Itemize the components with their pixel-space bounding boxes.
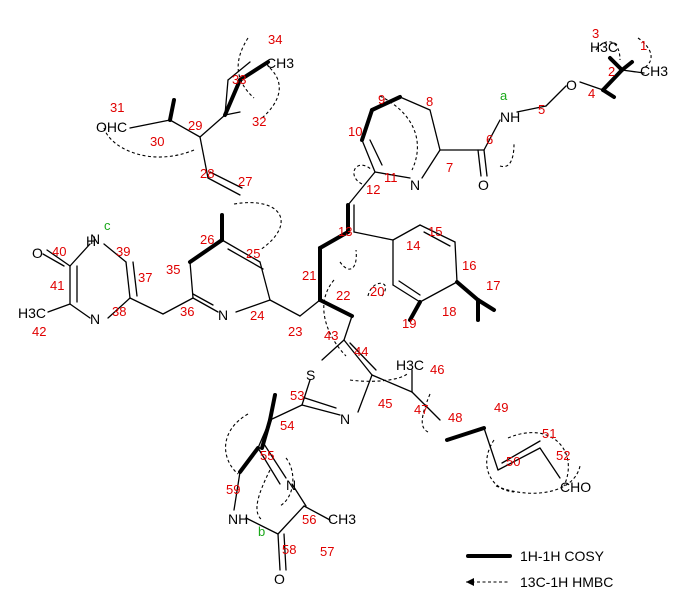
atom-number-31: 31: [110, 100, 124, 115]
atom-number-27: 27: [238, 174, 252, 189]
atom-number-48: 48: [448, 410, 462, 425]
atom-number-39: 39: [116, 244, 130, 259]
n-c-label: N: [90, 231, 100, 247]
atom-number-47: 47: [414, 402, 428, 417]
n-pyridine-label: N: [410, 177, 420, 193]
atom-number-15: 15: [428, 224, 442, 239]
atom-number-14: 14: [406, 238, 420, 253]
cosy-bonds: [168, 56, 634, 474]
o-amide-label: O: [478, 177, 489, 193]
tag-c: c: [104, 218, 111, 233]
atom-number-49: 49: [494, 400, 508, 415]
atom-number-46: 46: [430, 362, 444, 377]
nh-b-label: NH: [228, 511, 248, 527]
atom-number-25: 25: [246, 246, 260, 261]
atom-number-1: 1: [640, 38, 647, 53]
atom-number-4: 4: [588, 86, 595, 101]
atom-number-17: 17: [486, 278, 500, 293]
n-38-label: N: [90, 311, 100, 327]
legend: 1H-1H COSY 13C-1H HMBC: [466, 548, 613, 590]
atom-number-8: 8: [426, 94, 433, 109]
tag-b: b: [258, 524, 265, 539]
nh-tags: a b c: [104, 88, 508, 539]
h3c-46-label: H3C: [396, 357, 424, 373]
atom-number-53: 53: [290, 388, 304, 403]
n-56-label: N: [286, 477, 296, 493]
atom-number-34: 34: [268, 32, 282, 47]
atom-number-50: 50: [506, 454, 520, 469]
atom-number-44: 44: [354, 344, 368, 359]
atom-number-30: 30: [150, 134, 164, 149]
ch3-57-label: CH3: [328, 511, 356, 527]
s-label: S: [306, 367, 315, 383]
hmbc-arrows: [103, 37, 652, 521]
atom-number-58: 58: [282, 542, 296, 557]
n-45-label: N: [340, 411, 350, 427]
ch3-label: CH3: [640, 63, 668, 79]
atom-number-6: 6: [486, 132, 493, 147]
atom-number-19: 19: [402, 316, 416, 331]
ch3-34-label: CH3: [266, 55, 294, 71]
atom-number-37: 37: [138, 270, 152, 285]
atom-number-5: 5: [538, 102, 545, 117]
legend-hmbc-arrowhead: [466, 578, 474, 586]
atom-number-45: 45: [378, 396, 392, 411]
atom-number-2: 2: [608, 64, 615, 79]
ohc-label: OHC: [96, 119, 127, 135]
atom-number-43: 43: [324, 328, 338, 343]
nh-a-label: NH: [500, 109, 520, 125]
atom-number-18: 18: [442, 304, 456, 319]
atom-number-24: 24: [250, 308, 264, 323]
tag-a: a: [500, 88, 508, 103]
atom-number-7: 7: [446, 160, 453, 175]
atom-number-9: 9: [378, 92, 385, 107]
atom-number-55: 55: [260, 448, 274, 463]
atom-number-13: 13: [338, 224, 352, 239]
atom-number-54: 54: [280, 418, 294, 433]
h3c-label: H3C: [590, 39, 618, 55]
atom-number-29: 29: [188, 118, 202, 133]
atom-number-41: 41: [50, 278, 64, 293]
atom-number-16: 16: [462, 258, 476, 273]
atom-number-10: 10: [348, 124, 362, 139]
o40-label: O: [32, 245, 43, 261]
h3c-42-label: H3C: [18, 305, 46, 321]
atom-number-28: 28: [200, 166, 214, 181]
atom-number-32: 32: [252, 114, 266, 129]
o-58-label: O: [274, 571, 285, 587]
atom-number-21: 21: [302, 268, 316, 283]
atom-number-36: 36: [180, 304, 194, 319]
atom-number-11: 11: [384, 170, 398, 185]
atom-numbers: 1 2 3 4 5 6 7 8 9 10 11 12 13 14 15 16 1…: [32, 26, 647, 559]
bond-lines: [42, 59, 645, 571]
atom-number-59: 59: [226, 482, 240, 497]
atom-number-22: 22: [336, 288, 350, 303]
atom-number-33: 33: [232, 72, 246, 87]
atom-number-20: 20: [370, 284, 384, 299]
atom-number-26: 26: [200, 232, 214, 247]
atom-number-42: 42: [32, 324, 46, 339]
atom-number-3: 3: [592, 26, 599, 41]
legend-cosy-label: 1H-1H COSY: [520, 548, 605, 564]
legend-hmbc-label: 13C-1H HMBC: [520, 574, 613, 590]
atom-number-12: 12: [366, 182, 380, 197]
atom-labels: H3C CH3 CH3 OHC NH O O N O H N H3C N N S…: [18, 39, 668, 587]
atom-number-35: 35: [166, 262, 180, 277]
atom-number-52: 52: [556, 448, 570, 463]
n-36-label: N: [218, 307, 228, 323]
atom-number-40: 40: [52, 244, 66, 259]
atom-number-51: 51: [542, 426, 556, 441]
cho-52-label: CHO: [560, 479, 591, 495]
atom-number-57: 57: [320, 544, 334, 559]
atom-number-56: 56: [302, 512, 316, 527]
atom-number-38: 38: [112, 304, 126, 319]
o-ether-label: O: [566, 77, 577, 93]
h-c-label: H: [86, 233, 96, 249]
atom-number-23: 23: [288, 324, 302, 339]
